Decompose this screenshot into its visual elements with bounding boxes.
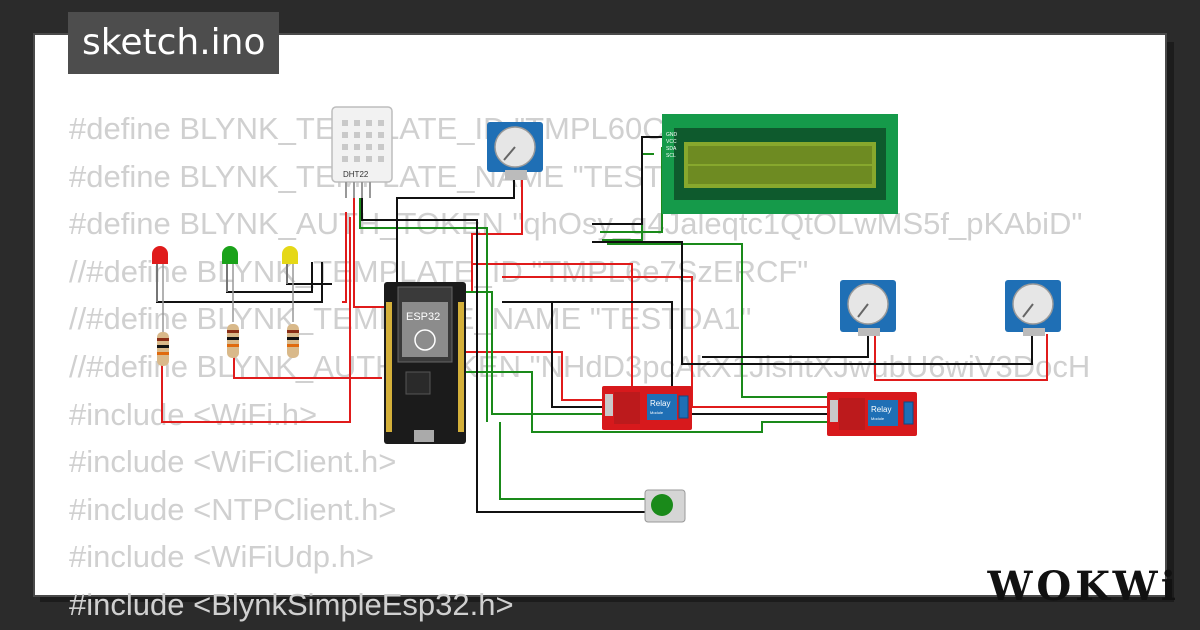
wire — [233, 332, 382, 379]
relay-sublabel: Module — [871, 416, 885, 421]
resistor[interactable] — [287, 324, 299, 358]
esp32-label: ESP32 — [406, 311, 440, 323]
code-line: #define BLYNK_AUTH_TOKEN "qhOsy_q4Jaleqt… — [69, 206, 1083, 242]
wire — [226, 262, 313, 293]
relay-label: Relay — [871, 405, 891, 414]
wire — [600, 147, 663, 233]
wire — [359, 198, 488, 422]
preview-frame: #define BLYNK_TEMPLATE_ID "TMPL60C#defin… — [33, 33, 1167, 622]
relay-sublabel: Module — [650, 410, 664, 415]
circuit-diagram: DHT22 GND VCC SDA SCL — [152, 106, 1061, 523]
code-line: //#define BLYNK_TEMPLATE_NAME "TESTDA1" — [69, 301, 752, 337]
wire — [353, 198, 387, 308]
potentiometer[interactable] — [840, 280, 896, 336]
push-button[interactable] — [644, 489, 686, 523]
led-yellow[interactable] — [282, 246, 298, 322]
wire — [462, 351, 607, 401]
relay-module[interactable]: Relay Module — [827, 392, 917, 436]
lcd-pin-gnd: GND — [666, 132, 678, 138]
dht22-sensor[interactable]: DHT22 — [331, 106, 393, 198]
wire — [361, 198, 647, 513]
wokwi-logo: WOKWi — [987, 563, 1180, 610]
wires — [156, 136, 1048, 513]
wire — [156, 262, 323, 303]
wire — [702, 334, 869, 358]
wire — [551, 302, 607, 408]
resistor[interactable] — [227, 324, 239, 358]
file-tab[interactable]: sketch.ino — [68, 12, 280, 74]
potentiometer[interactable] — [1005, 280, 1061, 336]
wire — [462, 371, 832, 433]
esp32-board[interactable]: ESP32 — [384, 282, 466, 444]
code-background: #define BLYNK_TEMPLATE_ID "TMPL60C#defin… — [69, 105, 1090, 629]
led-red[interactable] — [152, 246, 168, 332]
wire — [592, 136, 662, 225]
code-line: #include <NTPClient.h> — [69, 491, 397, 527]
code-line: #include <WiFiUdp.h> — [69, 539, 374, 575]
code-line: //#define BLYNK_TEMPLATE_ID "TMPL6e7SzER… — [69, 253, 809, 289]
lcd-pin-sda: SDA — [666, 146, 677, 152]
wire — [396, 180, 515, 297]
resistor[interactable] — [157, 332, 169, 366]
dht-label: DHT22 — [343, 170, 369, 179]
led-green[interactable] — [222, 246, 238, 322]
lcd-pin-vcc: VCC — [666, 139, 677, 145]
wire — [161, 217, 351, 423]
wire — [502, 276, 832, 408]
potentiometer[interactable] — [487, 122, 543, 180]
code-line: //#define BLYNK_AUTH_TOKEN "NHdD3pcAkX1J… — [69, 348, 1091, 384]
relay-label: Relay — [650, 399, 670, 408]
code-line: #include <WiFiClient.h> — [69, 444, 397, 480]
wire — [874, 334, 1048, 381]
wire — [607, 243, 832, 398]
relay-module[interactable]: Relay Module — [602, 386, 692, 430]
wire — [502, 301, 832, 415]
code-line: #include <BlynkSimpleEsp32.h> — [69, 586, 514, 622]
code-line: #include <WiFi.h> — [69, 396, 318, 432]
wire — [602, 153, 654, 241]
lcd-pin-scl: SCL — [666, 153, 676, 159]
lcd-display[interactable]: GND VCC SDA SCL — [662, 114, 898, 214]
wire — [342, 212, 347, 303]
wire — [592, 241, 1033, 365]
wire — [499, 422, 647, 500]
